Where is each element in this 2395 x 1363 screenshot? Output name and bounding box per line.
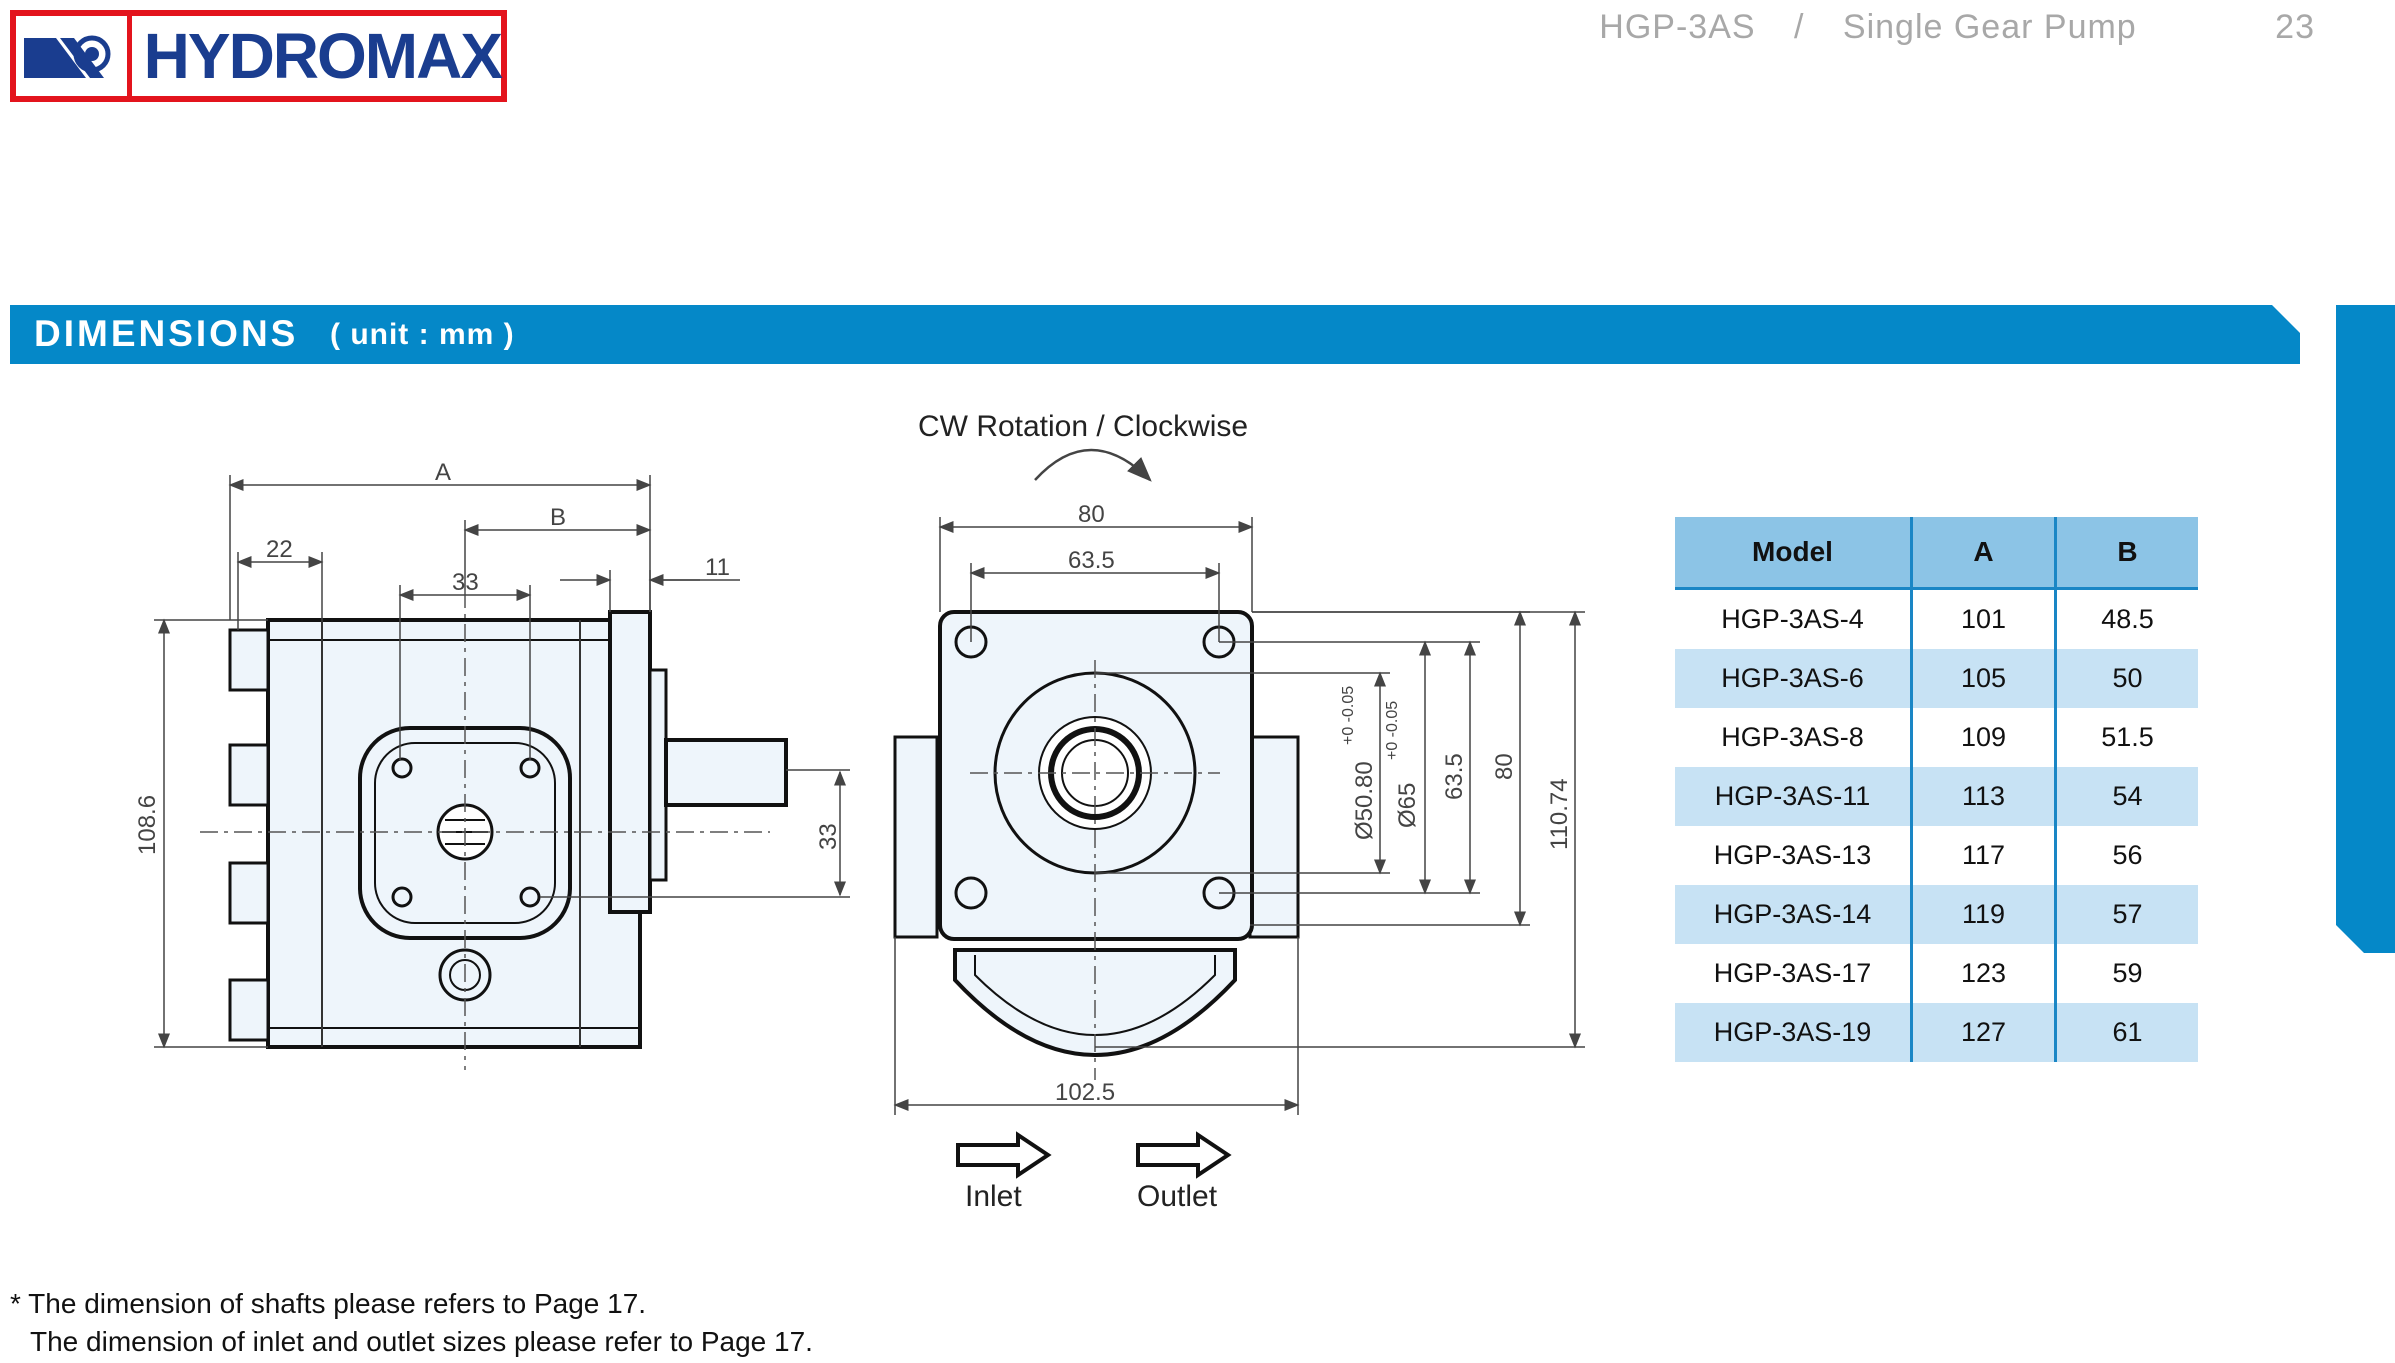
cell-a: 123 [1910,944,2056,1003]
section-title: DIMENSIONS [34,313,299,354]
table-row: HGP-3AS-4 101 48.5 [1675,588,2198,649]
table-row: HGP-3AS-6 105 50 [1675,649,2198,708]
header-b: B [2054,517,2198,590]
cell-b: 51.5 [2054,708,2198,767]
page-number: 23 [2275,8,2315,46]
table-row: HGP-3AS-13 117 56 [1675,826,2198,885]
table-row: HGP-3AS-14 119 57 [1675,885,2198,944]
cell-a: 113 [1910,767,2056,826]
cell-model: HGP-3AS-11 [1675,767,1912,826]
cell-a: 119 [1910,885,2056,944]
dim-22-label: 22 [266,536,293,563]
cell-a: 105 [1910,649,2056,708]
page-header: HGP-3AS / Single Gear Pump 23 [1599,8,2315,47]
cell-model: HGP-3AS-14 [1675,885,1912,944]
header-a: A [1910,517,2056,590]
cell-b: 54 [2054,767,2198,826]
inlet-label: Inlet [965,1180,1022,1213]
dim-63-5-top-label: 63.5 [1068,547,1115,574]
brand-logo-mark-icon [16,16,132,96]
outlet-label: Outlet [1137,1180,1218,1213]
dim-33-label: 33 [452,569,479,596]
cell-b: 56 [2054,826,2198,885]
cell-b: 48.5 [2054,588,2198,649]
brand-name: HYDROMAX [143,20,503,92]
table-header-row: Model A B [1675,517,2198,590]
brand-logo: HYDROMAX [10,10,507,102]
side-tab [2336,305,2395,953]
footnote-ports: The dimension of inlet and outlet sizes … [30,1326,813,1357]
cell-model: HGP-3AS-8 [1721,722,1864,752]
cell-b: 50 [2054,649,2198,708]
side-view-dimensions [154,475,850,1049]
table-row: HGP-3AS-8 109 51.5 [1675,708,2198,767]
side-view [200,590,788,1070]
dim-d50-80-tolerance: +0 -0.05 [1340,686,1357,745]
dim-80-top-label: 80 [1078,501,1105,528]
dim-a-label: A [435,459,451,486]
cell-b: 61 [2054,1003,2198,1062]
section-unit: ( unit : mm ) [330,318,515,351]
cell-model: HGP-3AS-4 [1721,604,1864,634]
dim-110-74-label: 110.74 [1546,778,1573,850]
front-view-centerlines [970,660,1220,1080]
dim-d50-80-label: Ø50.80 [1351,761,1378,840]
dim-80-vertical-label: 80 [1491,753,1518,780]
section-banner [10,305,2300,364]
cell-a: 109 [1910,708,2056,767]
inlet-arrow-icon [956,1131,1052,1179]
dim-b-label: B [550,504,566,531]
cell-a: 127 [1910,1003,2056,1062]
front-view [893,610,1300,1057]
dim-102-5-label: 102.5 [1055,1079,1115,1106]
cell-model: HGP-3AS-17 [1713,958,1872,988]
cell-a: 117 [1910,826,2056,885]
dimension-drawing: A B 22 33 11 108.6 33 [134,410,1585,1213]
cell-b: 59 [2054,944,2198,1003]
cell-model: HGP-3AS-19 [1675,1003,1912,1062]
dim-63-5-vertical-label: 63.5 [1441,753,1468,800]
footnote-shafts: * The dimension of shafts please refers … [10,1288,647,1319]
dim-33-shaft-label: 33 [815,823,842,850]
table-row: HGP-3AS-11 113 54 [1675,767,2198,826]
cell-model: HGP-3AS-6 [1675,649,1912,708]
header-model: Model [1675,517,1912,590]
front-view-dimensions [893,448,1585,1115]
dim-11-label: 11 [705,554,730,581]
header-product: Single Gear Pump [1842,8,2137,46]
header-separator: / [1794,8,1805,46]
spec-table: Model A B HGP-3AS-4 101 48.5 HGP-3AS-6 1… [1675,517,2198,1062]
dim-d65-label: Ø65 [1394,783,1421,828]
cell-a: 101 [1910,588,2056,649]
table-row: HGP-3AS-17 123 59 [1675,944,2198,1003]
rotation-label: CW Rotation / Clockwise [918,410,1248,443]
outlet-arrow-icon [1136,1131,1232,1179]
table-row: HGP-3AS-19 127 61 [1675,1003,2198,1062]
header-model: HGP-3AS [1599,8,1756,46]
cell-b: 57 [2054,885,2198,944]
dim-108-6-label: 108.6 [134,795,161,855]
cell-model: HGP-3AS-13 [1713,840,1872,870]
dim-d65-tolerance: +0 -0.05 [1384,701,1401,760]
footnotes: * The dimension of shafts please refers … [10,1285,813,1361]
